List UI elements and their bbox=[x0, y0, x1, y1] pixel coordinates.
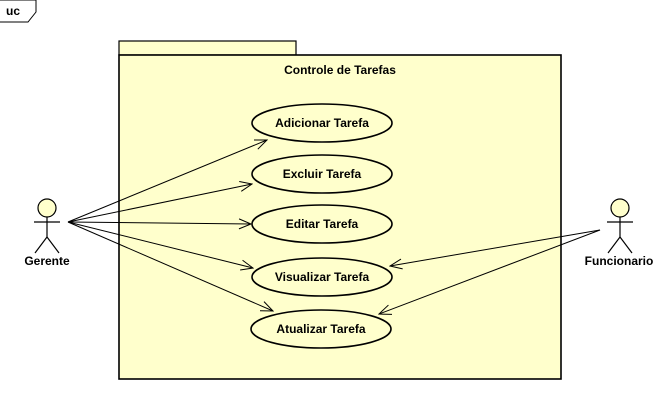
association-gerente-visualizar bbox=[67, 221, 253, 268]
use-case-excluir[interactable]: Excluir Tarefa bbox=[251, 154, 393, 194]
system-boundary-tab bbox=[118, 40, 297, 56]
actor-funcionario[interactable]: Funcionario bbox=[585, 198, 654, 268]
association-funcionario-visualizar bbox=[390, 229, 601, 266]
frame-tag: uc bbox=[0, 0, 37, 23]
use-case-label: Visualizar Tarefa bbox=[275, 270, 370, 284]
association-gerente-adicionar bbox=[67, 140, 267, 223]
association-gerente-excluir bbox=[67, 184, 252, 223]
actor-label: Funcionario bbox=[585, 254, 654, 268]
use-case-label: Adicionar Tarefa bbox=[275, 116, 369, 130]
use-case-visualizar[interactable]: Visualizar Tarefa bbox=[251, 257, 393, 297]
actor-label: Gerente bbox=[24, 254, 70, 268]
use-case-label: Excluir Tarefa bbox=[283, 167, 362, 181]
stick-figure-icon bbox=[34, 198, 60, 254]
use-case-label: Atualizar Tarefa bbox=[276, 322, 365, 336]
use-case-ellipse bbox=[251, 103, 393, 143]
use-case-ellipse bbox=[251, 257, 393, 297]
use-case-ellipse bbox=[251, 154, 393, 194]
associations bbox=[67, 140, 601, 314]
association-gerente-atualizar bbox=[67, 221, 273, 311]
frame-label: uc bbox=[6, 4, 20, 18]
use-case-editar[interactable]: Editar Tarefa bbox=[251, 204, 393, 244]
stick-figure-icon bbox=[607, 198, 633, 254]
use-case-ellipse bbox=[250, 309, 392, 349]
system-title: Controle de Tarefas bbox=[284, 63, 396, 77]
actor-gerente[interactable]: Gerente bbox=[24, 198, 70, 268]
use-case-adicionar[interactable]: Adicionar Tarefa bbox=[251, 103, 393, 143]
use-case-atualizar[interactable]: Atualizar Tarefa bbox=[250, 309, 392, 349]
association-gerente-editar bbox=[67, 222, 251, 224]
association-funcionario-atualizar bbox=[379, 229, 601, 314]
use-case-label: Editar Tarefa bbox=[286, 217, 359, 231]
use-case-ellipse bbox=[251, 204, 393, 244]
